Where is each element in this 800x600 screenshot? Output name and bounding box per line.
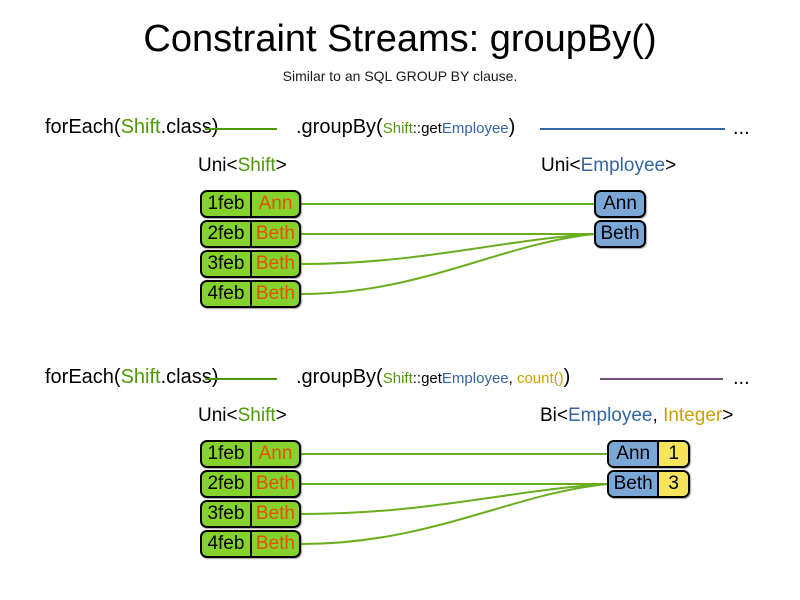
shift-employee: Ann bbox=[249, 192, 299, 216]
employee-name: Beth bbox=[609, 472, 658, 496]
code-ellipsis-2: ... bbox=[733, 367, 750, 389]
code-mapper-prop: Employee bbox=[441, 120, 509, 137]
shift-tuple[interactable]: 2feb Beth bbox=[200, 470, 301, 498]
type-param: Shift bbox=[237, 155, 276, 176]
code-foreach-suffix: .class) bbox=[160, 116, 219, 138]
code-mapper-sep: ::get bbox=[412, 120, 442, 137]
code-groupby-prefix: .groupBy( bbox=[296, 116, 383, 138]
shift-date: 3feb bbox=[207, 253, 245, 274]
employee-name: Ann bbox=[603, 193, 637, 214]
shift-employee: Beth bbox=[249, 502, 299, 526]
employee-count: 1 bbox=[657, 442, 688, 466]
code-groupby-prefix: .groupBy( bbox=[296, 366, 383, 388]
shift-employee: Beth bbox=[249, 222, 299, 246]
type-suffix: > bbox=[275, 405, 287, 426]
connector-foreach-to-groupby-1 bbox=[205, 128, 277, 130]
shift-tuple[interactable]: 3feb Beth bbox=[200, 250, 301, 278]
employee-name: Beth bbox=[600, 223, 640, 244]
employee-count: 3 bbox=[657, 472, 688, 496]
employee-count-tuple[interactable]: Ann 1 bbox=[607, 440, 690, 468]
type-param: Employee bbox=[568, 405, 653, 426]
code-mapper-sep: ::get bbox=[412, 370, 442, 387]
code-mapper-prop: Employee bbox=[441, 370, 509, 387]
code-ellipsis-1: ... bbox=[733, 117, 750, 139]
code-collector: count() bbox=[516, 370, 564, 387]
type-prefix: Uni< bbox=[541, 155, 581, 176]
stream-type-left-1: Uni<Shift> bbox=[198, 155, 287, 177]
code-groupby-suffix: ) bbox=[563, 366, 571, 388]
connector-foreach-to-groupby-2 bbox=[205, 378, 277, 380]
code-foreach-type: Shift bbox=[120, 366, 161, 388]
connector-groupby-to-next-1 bbox=[540, 128, 725, 130]
shift-date: 1feb bbox=[207, 443, 245, 464]
shift-employee: Beth bbox=[249, 532, 299, 556]
shift-date: 4feb bbox=[207, 533, 245, 554]
shift-tuple[interactable]: 4feb Beth bbox=[200, 280, 301, 308]
code-line-1: forEach(Shift.class) bbox=[45, 117, 218, 137]
type-param-2: Integer bbox=[663, 405, 723, 426]
shift-employee: Ann bbox=[249, 442, 299, 466]
type-suffix: > bbox=[722, 405, 734, 426]
code-mapper-type: Shift bbox=[382, 120, 413, 137]
shift-employee: Beth bbox=[249, 282, 299, 306]
type-prefix: Uni< bbox=[198, 405, 238, 426]
stream-type-right-2: Bi<Employee, Integer> bbox=[540, 405, 733, 427]
type-prefix: Uni< bbox=[198, 155, 238, 176]
employee-count-tuple[interactable]: Beth 3 bbox=[607, 470, 690, 498]
code-groupby-1: .groupBy(Shift::getEmployee) bbox=[296, 117, 515, 137]
type-param: Employee bbox=[580, 155, 666, 176]
type-prefix: Bi< bbox=[540, 405, 568, 426]
employee-name: Ann bbox=[609, 442, 658, 466]
connector-groupby-to-next-2 bbox=[600, 378, 723, 380]
employee-tuple[interactable]: Beth bbox=[594, 220, 646, 248]
code-foreach-prefix: forEach( bbox=[45, 366, 121, 388]
type-suffix: > bbox=[665, 155, 677, 176]
shift-date: 3feb bbox=[207, 503, 245, 524]
type-suffix: > bbox=[275, 155, 287, 176]
shift-tuple[interactable]: 4feb Beth bbox=[200, 530, 301, 558]
shift-date: 2feb bbox=[207, 473, 245, 494]
code-foreach-suffix: .class) bbox=[160, 366, 219, 388]
code-mapper-type: Shift bbox=[382, 370, 413, 387]
type-sep: , bbox=[652, 405, 664, 426]
shift-date: 1feb bbox=[207, 193, 245, 214]
shift-tuple[interactable]: 2feb Beth bbox=[200, 220, 301, 248]
code-foreach-prefix: forEach( bbox=[45, 116, 121, 138]
employee-tuple[interactable]: Ann bbox=[594, 190, 646, 218]
shift-employee: Beth bbox=[249, 252, 299, 276]
shift-date: 2feb bbox=[207, 223, 245, 244]
shift-employee: Beth bbox=[249, 472, 299, 496]
shift-date: 4feb bbox=[207, 283, 245, 304]
shift-tuple[interactable]: 1feb Ann bbox=[200, 440, 301, 468]
code-groupby-2: .groupBy(Shift::getEmployee, count()) bbox=[296, 367, 570, 387]
stream-type-right-1: Uni<Employee> bbox=[541, 155, 676, 177]
page-title: Constraint Streams: groupBy() bbox=[143, 18, 657, 60]
code-line-2: forEach(Shift.class) bbox=[45, 367, 218, 387]
page-subtitle: Similar to an SQL GROUP BY clause. bbox=[282, 68, 518, 84]
shift-tuple[interactable]: 3feb Beth bbox=[200, 500, 301, 528]
code-collector-sep: , bbox=[508, 370, 517, 387]
type-param: Shift bbox=[237, 405, 276, 426]
stream-type-left-2: Uni<Shift> bbox=[198, 405, 287, 427]
shift-tuple[interactable]: 1feb Ann bbox=[200, 190, 301, 218]
code-foreach-type: Shift bbox=[120, 116, 161, 138]
code-groupby-suffix: ) bbox=[508, 116, 516, 138]
